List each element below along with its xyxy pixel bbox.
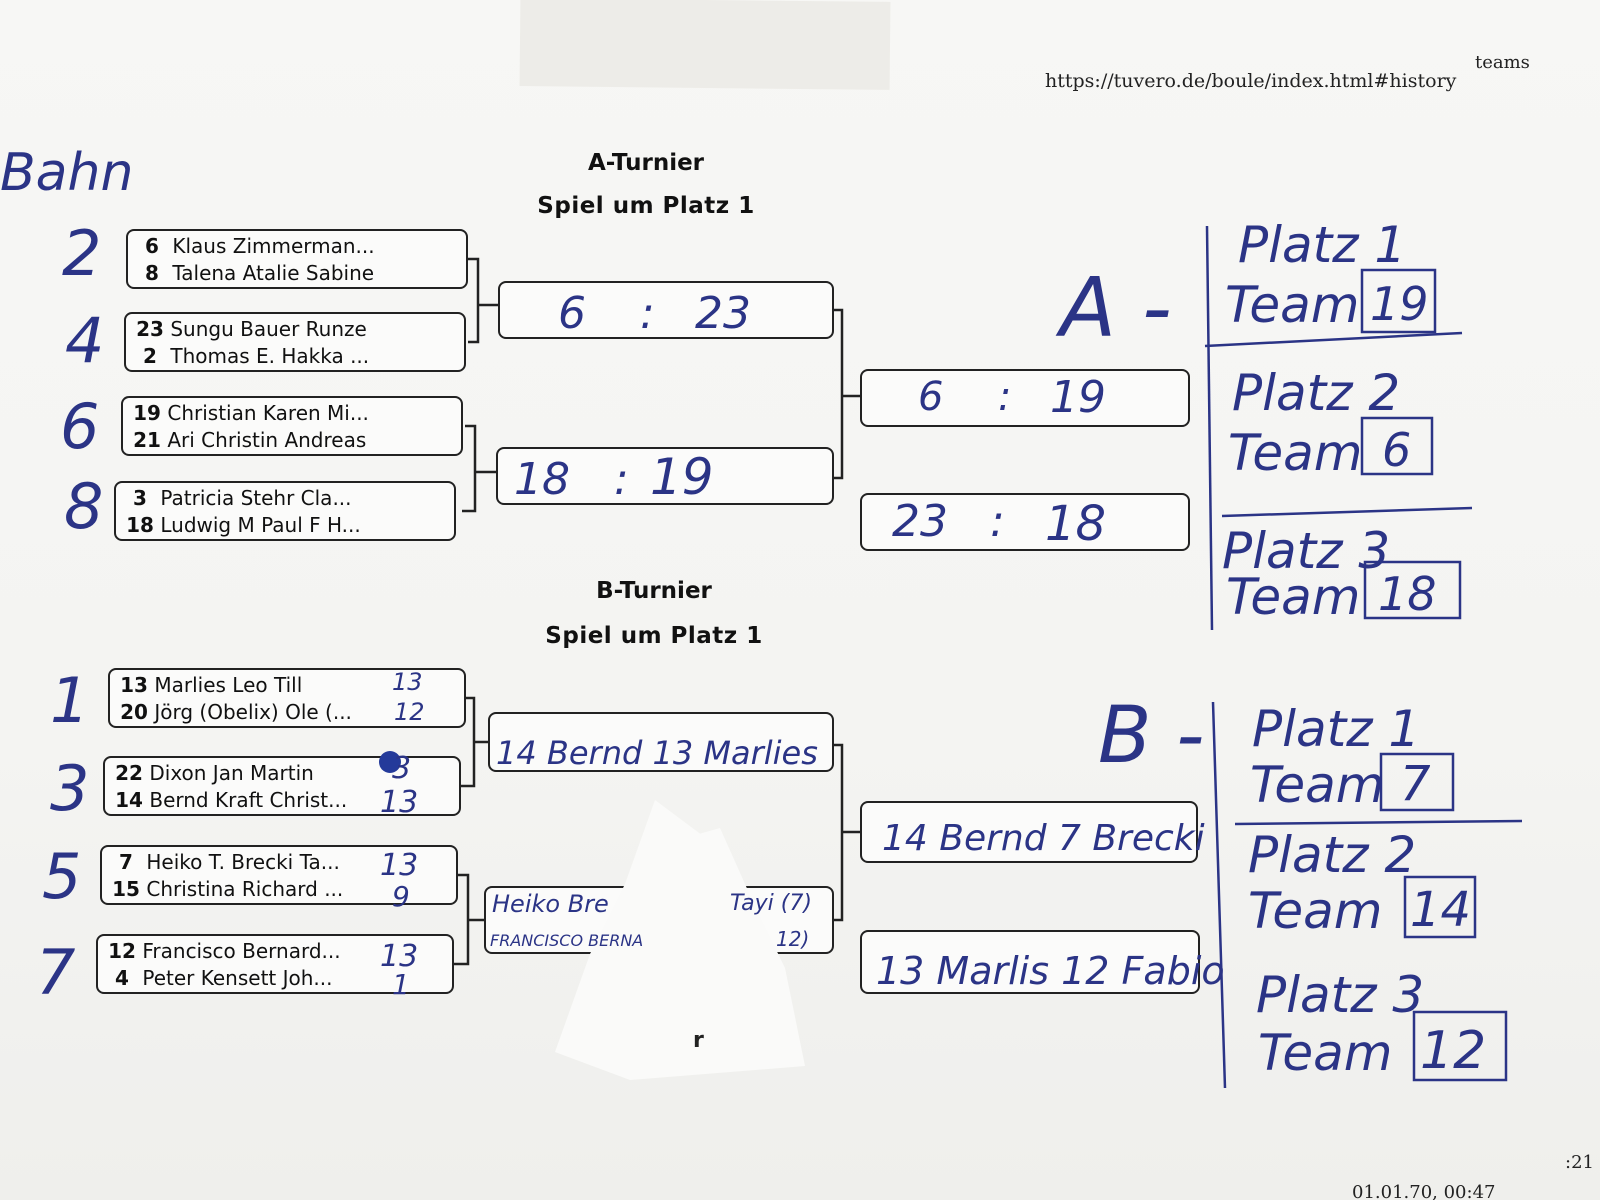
bracket-line (834, 308, 844, 480)
bracket-line (468, 257, 480, 344)
a-pair-box-2: 23 Sungu Bauer Runze 2 Thomas E. Hakka .… (124, 312, 466, 372)
team-row: 6 Klaus Zimmerman... (145, 234, 375, 258)
b-bahn-number: 1 (50, 664, 89, 737)
team-number-frame (1412, 1010, 1508, 1082)
divider-line (1221, 506, 1473, 518)
divider-line (1211, 701, 1227, 1089)
b-bahn-number: 5 (42, 840, 81, 913)
team-row: 8 Talena Atalie Sabine (145, 261, 375, 285)
b-team-number: 14 (1410, 882, 1471, 938)
standings-dividers (1204, 225, 1523, 1089)
a-semifinal-2-box (496, 447, 834, 505)
a-pair-box-3: 19 Christian Karen Mi... 21 Ari Christin… (121, 396, 463, 456)
team-row: 21 Ari Christin Andreas (133, 428, 367, 452)
b-final-2-box (860, 930, 1200, 994)
a-tournament-subtitle: Spiel um Platz 1 (537, 193, 755, 219)
a-team-number: 19 (1370, 277, 1429, 331)
bahn-label: Bahn (0, 143, 133, 203)
team-number-frame (1360, 416, 1434, 476)
b-pair-box-2: 22 Dixon Jan Martin 14 Bernd Kraft Chris… (103, 756, 461, 816)
a-place-label: Platz 2 (1232, 364, 1400, 422)
team-row: 23 Sungu Bauer Runze (136, 317, 367, 341)
b-bahn-number: 3 (50, 752, 89, 825)
b-place-label: Platz 2 (1248, 826, 1416, 884)
b-bahn-number: 7 (36, 936, 75, 1009)
team-number-frame (1363, 560, 1462, 620)
footer-mark: r (693, 1028, 704, 1053)
a-place-label: Platz 3 (1222, 522, 1390, 580)
a-place-label: Platz 1 (1238, 216, 1406, 274)
b-place-label: Platz 3 (1256, 966, 1424, 1024)
a-final-2-box (860, 493, 1190, 551)
footer-time-clip: :21 (1565, 1152, 1594, 1173)
b-team-label: Team (1248, 882, 1382, 940)
a-bahn-number: 6 (60, 390, 99, 463)
footer-date: 01.01.70, 00:47 (1352, 1182, 1496, 1200)
bracket-line (462, 424, 477, 513)
b-tournament-subtitle: Spiel um Platz 1 (545, 623, 763, 649)
a-bahn-number: 4 (65, 304, 104, 377)
team-row: 4 Peter Kensett Joh... (115, 966, 333, 990)
team-row: 19 Christian Karen Mi... (133, 401, 369, 425)
team-row: 2 Thomas E. Hakka ... (143, 344, 370, 368)
b-team-label: Team (1250, 756, 1384, 814)
a-team-label: Team (1228, 424, 1362, 482)
b-team-number: 12 (1420, 1021, 1486, 1081)
b-pair-box-1: 13 Marlies Leo Till 20 Jörg (Obelix) Ole… (108, 668, 466, 728)
a-pair-box-1: 6 Klaus Zimmerman... 8 Talena Atalie Sab… (126, 229, 468, 289)
b-team-label: Team (1258, 1024, 1392, 1082)
team-number-frame (1379, 752, 1455, 812)
bracket-line (834, 743, 844, 922)
a-bahn-number: 8 (64, 470, 103, 543)
team-row: 20 Jörg (Obelix) Ole (... (120, 700, 352, 724)
team-number-frame (1360, 268, 1437, 334)
team-row: 7 Heiko T. Brecki Ta... (119, 850, 340, 874)
team-row: 14 Bernd Kraft Christ... (115, 788, 348, 812)
b-result-label: B - (1098, 691, 1204, 781)
team-row: 13 Marlies Leo Till (120, 673, 303, 697)
b-final-1-box (860, 801, 1198, 863)
divider-line (1205, 225, 1214, 631)
team-row: 22 Dixon Jan Martin (115, 761, 314, 785)
b-tournament-title: B-Turnier (596, 578, 712, 604)
team-number-frame (1403, 875, 1477, 939)
a-semifinal-1-box (498, 281, 834, 339)
b-place-label: Platz 1 (1252, 700, 1420, 758)
a-team-number: 6 (1382, 423, 1411, 477)
a-result-label: A - (1055, 261, 1172, 356)
b-pair-box-4: 12 Francisco Bernard... 4 Peter Kensett … (96, 934, 454, 994)
team-row: 3 Patricia Stehr Cla... (133, 486, 352, 510)
team-row: 12 Francisco Bernard... (108, 939, 341, 963)
a-pair-box-4: 3 Patricia Stehr Cla... 18 Ludwig M Paul… (114, 481, 456, 541)
adhesive-tape (519, 0, 891, 90)
divider-line (1204, 331, 1463, 348)
url-fragment: teams (1475, 52, 1530, 73)
a-tournament-title: A-Turnier (587, 150, 705, 176)
team-row: 18 Ludwig M Paul F H... (126, 513, 361, 537)
a-team-number: 18 (1378, 567, 1437, 621)
a-bahn-number: 2 (62, 217, 101, 290)
team-row: 15 Christina Richard ... (112, 877, 344, 901)
a-final-1-box (860, 369, 1190, 427)
b-team-number: 7 (1400, 756, 1431, 812)
a-team-label: Team (1226, 568, 1360, 626)
page-url: https://tuvero.de/boule/index.html#histo… (1045, 70, 1457, 92)
divider-line (1234, 819, 1523, 826)
b-pair-box-3: 7 Heiko T. Brecki Ta... 15 Christina Ric… (100, 845, 458, 905)
a-team-label: Team (1225, 276, 1359, 334)
b-semifinal-1-box (488, 712, 834, 772)
